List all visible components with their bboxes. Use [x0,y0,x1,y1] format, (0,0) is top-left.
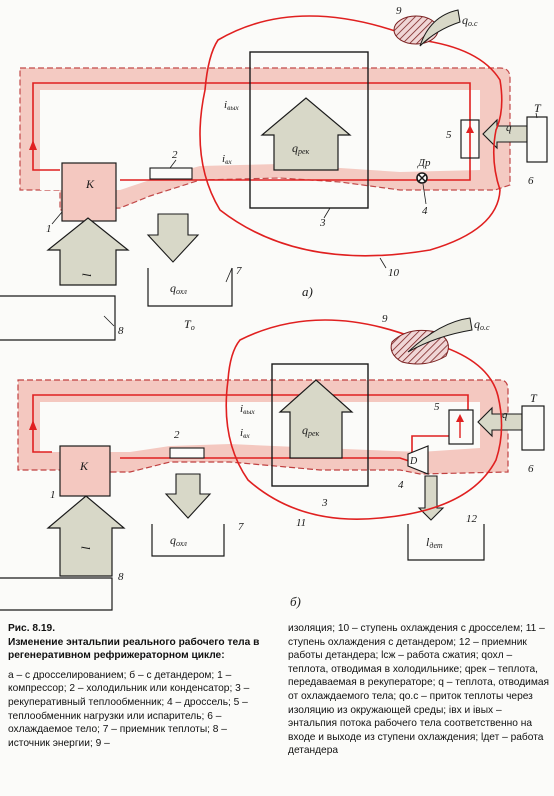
svg-text:Tо: Tо [184,317,195,332]
flow-line-a [32,82,471,181]
figure-number: Рис. 8.19. [8,623,56,634]
i-vyh-b: i [240,403,243,415]
svg-text:qрек: qрек [302,423,320,438]
svg-text:7: 7 [236,265,242,277]
work-arrow-b [46,495,126,577]
compressor-b [59,445,111,497]
q-os-arrow-a [419,9,461,47]
svg-text:qрек: qрек [292,141,310,156]
caption-right: изоляция; 10 – ступень охлаждения с дрос… [288,622,550,758]
svg-text:12: 12 [466,513,478,525]
svg-text:3: 3 [321,497,328,509]
svg-text:1: 1 [46,223,52,235]
svg-text:iвх: iвх [240,427,250,440]
expander-b-label: D [409,456,418,467]
heat-arrow-q-b [477,406,523,438]
q-ohl-b: q [170,533,176,547]
svg-text:5: 5 [434,401,440,413]
i-vyh-a: i [224,99,227,111]
svg-text:4: 4 [422,205,428,217]
figure-title: Изменение энтальпии реального рабочего т… [8,636,260,662]
compressor-a-label: К [85,177,95,191]
caption-text-right: изоляция; 10 – ступень охлаждения с дрос… [288,623,550,757]
i-vh-b: i [240,427,243,439]
svg-text:11: 11 [296,517,306,529]
l-det-b: l [426,535,430,549]
recuperator-a [249,51,369,209]
svg-text:l: l [79,273,94,277]
svg-text:9: 9 [396,5,402,17]
svg-text:iвх: iвх [222,153,232,166]
q-rek-a: q [292,141,298,155]
cooled-body-a [526,116,548,163]
heat-out-arrow-a [146,213,200,263]
heat-out-arrow-b [164,473,212,519]
q-rek-arrow-b [278,379,354,459]
svg-text:2: 2 [174,429,180,441]
svg-text:5: 5 [446,129,452,141]
expander-b [407,445,429,475]
q-os-b: q [474,317,480,331]
work-receiver-b [407,524,485,561]
svg-text:2: 2 [172,149,178,161]
svg-text:qохл: qохл [170,281,187,296]
caption-left: Рис. 8.19. Изменение энтальпии реального… [8,622,270,750]
svg-text:lдет: lдет [426,535,443,550]
heat-receiver-a [147,268,233,307]
evaporator-b [448,409,474,445]
svg-text:8: 8 [118,325,124,337]
diagram-a: К l qохл Tо qрек Др q T [0,5,548,341]
q-rek-arrow-a [260,97,352,171]
numbers-a: 1 2 3 4 5 6 7 8 9 10 [46,5,534,337]
svg-text:4: 4 [398,479,404,491]
q-os-arrow-b [407,317,473,353]
svg-text:iвых: iвых [224,99,239,112]
svg-text:9: 9 [382,313,388,325]
q-a: q [506,122,512,134]
compressor-b-label: К [79,459,89,473]
svg-text:3: 3 [319,217,326,229]
svg-text:6: 6 [528,463,534,475]
detander-work-arrow-b [417,475,445,521]
i-vh-a: i [222,153,225,165]
recuperator-b [271,363,369,487]
t0-a: T [184,317,192,331]
energy-source-a [0,295,116,341]
t-b: T [530,391,538,405]
l-szh-a: l [79,273,94,277]
l-szh-b: l [78,546,93,550]
q-b: q [502,409,508,421]
svg-text:qо.с: qо.с [462,13,478,28]
energy-source-b [0,577,113,611]
q-ohl-a: q [170,281,176,295]
svg-text:qо.с: qо.с [474,317,490,332]
numbers-b: 1 2 3 4 5 6 7 8 9 11 12 [50,313,534,583]
work-arrow-a [46,217,130,286]
compressor-a [61,162,117,222]
q-os-a: q [462,13,468,27]
cooled-body-b [521,405,545,451]
svg-text:7: 7 [238,521,244,533]
t-a: T [534,101,542,115]
svg-text:l: l [78,546,93,550]
cooler-b [169,447,205,459]
q-rek-b: q [302,423,308,437]
diagram-b: К l qохл qрек D lдет q T qо.с i [0,313,545,611]
panel-label-a: а) [302,284,313,299]
svg-text:iвых: iвых [240,403,255,416]
heat-receiver-b [151,524,225,557]
panel-label-b: б) [290,594,301,609]
svg-text:1: 1 [50,489,56,501]
svg-text:6: 6 [528,175,534,187]
evaporator-a [460,119,480,159]
svg-text:qохл: qохл [170,533,187,548]
throttle-a-label: Др [417,157,431,169]
svg-text:8: 8 [118,571,124,583]
svg-text:10: 10 [388,267,400,279]
caption-text-left: а – с дросселированием; б – с детандером… [8,669,250,749]
cooler-a [149,167,193,180]
